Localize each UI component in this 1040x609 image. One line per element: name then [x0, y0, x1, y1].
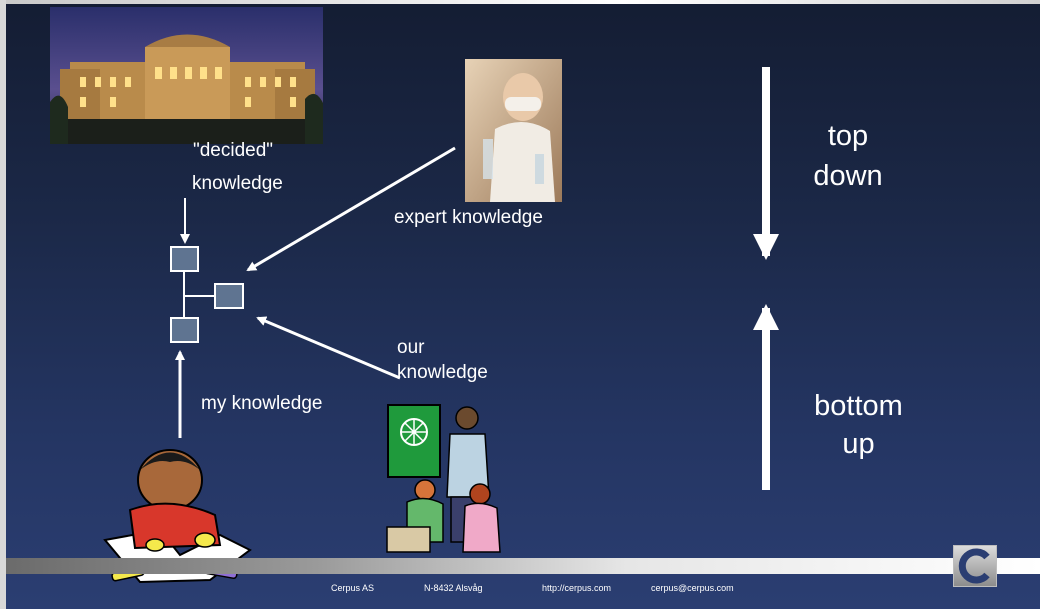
label-bottom: bottom: [814, 390, 903, 422]
footer-bar: [6, 558, 1040, 574]
label-our-line2: knowledge: [397, 362, 488, 383]
footer-url[interactable]: http://cerpus.com: [542, 583, 612, 593]
label-our-line1: our: [397, 337, 425, 358]
label-top: top: [827, 120, 869, 152]
label-expert: expert knowledge: [394, 207, 543, 228]
left-frame-bar: [0, 0, 6, 609]
knowledge-box-right: [214, 283, 244, 309]
label-decided-line1: "decided": [193, 140, 274, 161]
label-up: up: [842, 428, 875, 460]
footer-company: Cerpus AS: [331, 583, 375, 593]
label-my: my knowledge: [201, 393, 323, 414]
cerpus-logo-icon: [953, 545, 997, 587]
arrow-our: [256, 316, 401, 380]
classroom-clipart: [386, 404, 501, 553]
expert-photo: [465, 59, 562, 202]
parliament-photo: [50, 7, 323, 144]
footer-email[interactable]: cerpus@cerpus.com: [651, 583, 734, 593]
footer-address: N-8432 Alsvåg: [424, 583, 483, 593]
label-decided-line2: knowledge: [192, 173, 283, 194]
top-frame-bar: [0, 0, 1040, 4]
arrow-expert: [246, 146, 456, 272]
knowledge-box-bottom: [170, 317, 199, 343]
knowledge-box-top: [170, 246, 199, 272]
label-down: down: [813, 160, 883, 192]
